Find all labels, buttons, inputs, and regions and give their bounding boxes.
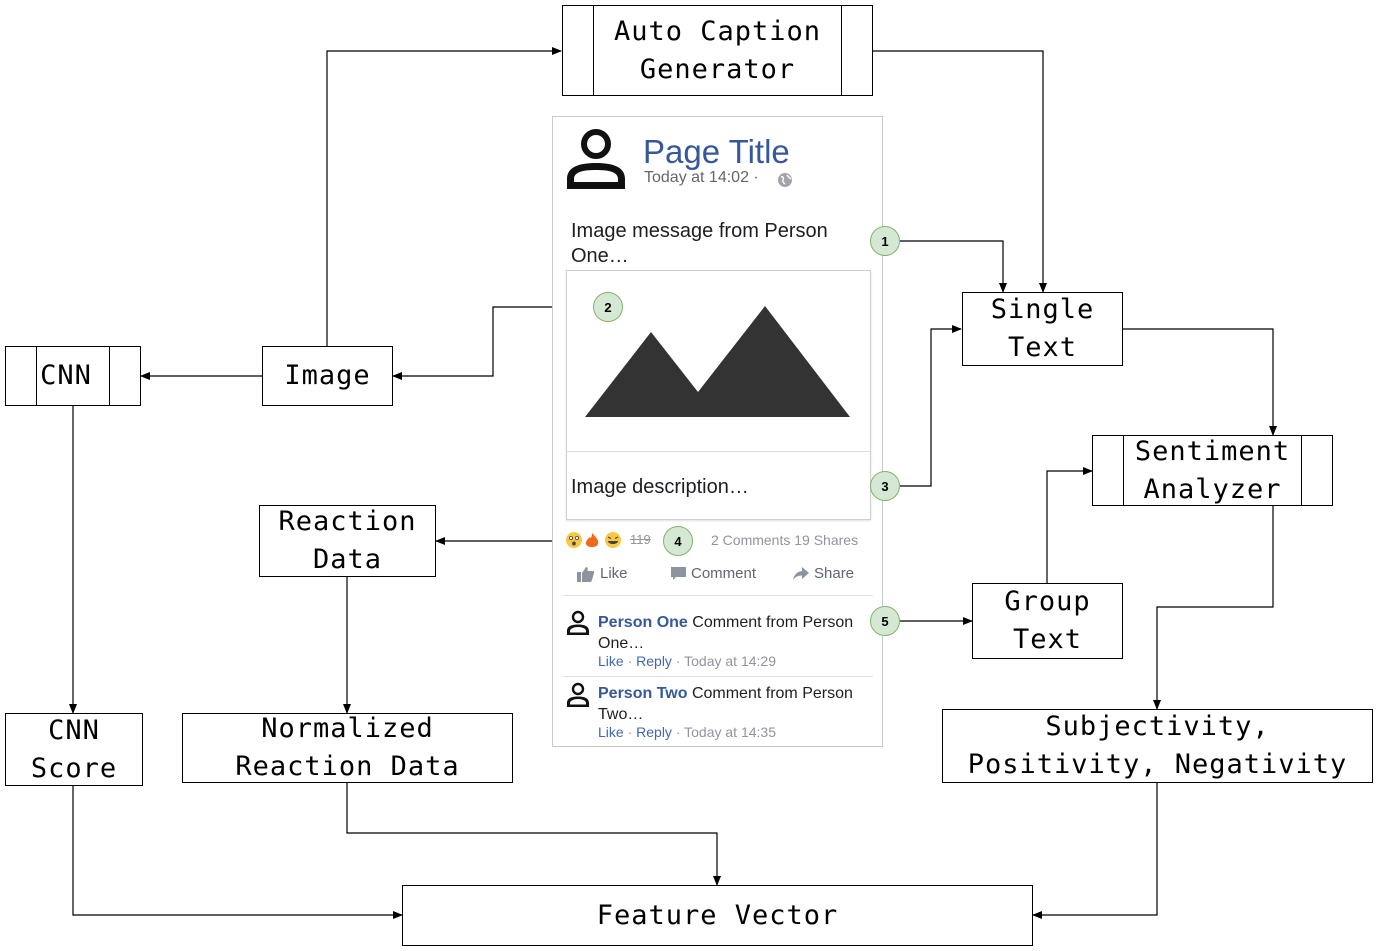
comment-text: Comment from Person One… bbox=[598, 614, 854, 652]
share-arrow-icon bbox=[793, 567, 809, 580]
like-label: Like bbox=[600, 565, 628, 582]
cnn-score-label: CNN Score bbox=[30, 714, 118, 784]
badge-5: 5 bbox=[870, 606, 900, 636]
mountain-image-icon bbox=[585, 306, 850, 417]
globe-icon bbox=[778, 173, 792, 187]
arrow-image-to-caption bbox=[326, 47, 562, 346]
group-text-label: Group Text bbox=[1004, 586, 1091, 655]
divider bbox=[563, 676, 873, 677]
single-text-node: Single Text bbox=[962, 292, 1123, 366]
badge-1: 1 bbox=[870, 226, 900, 256]
comment-reply-link[interactable]: Reply bbox=[636, 724, 672, 740]
comment-time: Today at 14:35 bbox=[684, 724, 776, 740]
reaction-count: 119 bbox=[630, 532, 651, 547]
arrow-sentiment-to-subjectivity bbox=[1153, 505, 1274, 710]
cnn-label: CNN bbox=[40, 360, 92, 391]
comment-label: Comment bbox=[691, 565, 757, 582]
arrow-badge1-to-single-text bbox=[900, 240, 1007, 293]
auto-caption-generator-label: Auto Caption Generator bbox=[613, 15, 822, 85]
reaction-data-label: Reaction Data bbox=[278, 506, 417, 575]
sentiment-analyzer-node: Sentiment Analyzer bbox=[1092, 435, 1333, 506]
image-description: Image description… bbox=[571, 476, 749, 498]
person-icon bbox=[567, 129, 625, 189]
comment-reply-link[interactable]: Reply bbox=[636, 653, 672, 669]
social-post-mockup: Page Title Today at 14:02 · Image messag… bbox=[552, 116, 883, 747]
divider bbox=[563, 595, 873, 596]
cnn-score-node: CNN Score bbox=[5, 713, 143, 786]
comment-button[interactable]: Comment bbox=[671, 565, 756, 582]
arrow-caption-to-single-text bbox=[872, 50, 1047, 293]
sentiment-analyzer-label: Sentiment Analyzer bbox=[1134, 435, 1291, 505]
arrow-cnn-score-to-feature bbox=[72, 785, 403, 919]
badge-3: 3 bbox=[870, 471, 900, 501]
commenter-name[interactable]: Person Two bbox=[598, 685, 688, 702]
arrow-badge2-to-image bbox=[392, 306, 593, 380]
feature-vector-label: Feature Vector bbox=[596, 899, 839, 931]
share-label: Share bbox=[814, 565, 855, 582]
badge-2: 2 bbox=[593, 292, 623, 322]
cnn-node: CNN bbox=[5, 346, 141, 406]
subjectivity-positivity-negativity-node: Subjectivity, Positivity, Negativity bbox=[942, 709, 1373, 783]
reaction-emoji-icons bbox=[566, 532, 621, 548]
comment-like-link[interactable]: Like bbox=[598, 724, 624, 740]
comment-two: Person Two Comment from Person Two… bbox=[598, 683, 858, 725]
post-message: Image message from Person One… bbox=[571, 220, 828, 267]
arrow-subjectivity-to-feature bbox=[1032, 783, 1158, 919]
comment-time: Today at 14:29 bbox=[684, 653, 776, 669]
thumbs-up-icon bbox=[577, 566, 595, 582]
normalized-reaction-data-label: Normalized Reaction Data bbox=[235, 713, 460, 782]
comments-shares-count[interactable]: 2 Comments 19 Shares bbox=[711, 532, 859, 548]
like-button[interactable]: Like bbox=[577, 565, 628, 582]
person-icon bbox=[567, 610, 589, 635]
comment-one-meta: Like · Reply · Today at 14:29 bbox=[598, 653, 776, 669]
post-timestamp: Today at 14:02 · bbox=[644, 169, 759, 186]
comment-bubble-icon bbox=[671, 566, 686, 580]
auto-caption-generator-node: Auto Caption Generator bbox=[562, 5, 873, 96]
commenter-name[interactable]: Person One bbox=[598, 614, 688, 631]
image-area bbox=[567, 271, 870, 452]
badge-4: 4 bbox=[663, 526, 693, 556]
comment-two-meta: Like · Reply · Today at 14:35 bbox=[598, 724, 776, 740]
normalized-reaction-data-node: Normalized Reaction Data bbox=[182, 713, 513, 783]
page-title[interactable]: Page Title bbox=[643, 133, 790, 170]
reaction-data-node: Reaction Data bbox=[259, 505, 436, 577]
group-text-node: Group Text bbox=[972, 583, 1123, 659]
arrow-normalized-to-feature bbox=[346, 783, 721, 886]
comment-like-link[interactable]: Like bbox=[598, 653, 624, 669]
arrow-badge3-to-single-text bbox=[900, 325, 962, 487]
person-icon bbox=[567, 682, 589, 707]
subjectivity-positivity-negativity-label: Subjectivity, Positivity, Negativity bbox=[967, 711, 1348, 780]
comment-text: Comment from Person Two… bbox=[598, 685, 853, 723]
single-text-label: Single Text bbox=[990, 294, 1095, 363]
image-label: Image bbox=[284, 360, 371, 391]
comment-one: Person One Comment from Person One… bbox=[598, 612, 858, 654]
share-button[interactable]: Share bbox=[793, 565, 854, 582]
arrow-group-text-to-sentiment bbox=[1046, 467, 1093, 583]
image-node: Image bbox=[262, 346, 393, 406]
feature-vector-node: Feature Vector bbox=[402, 885, 1033, 946]
arrow-single-text-to-sentiment bbox=[1122, 328, 1277, 436]
